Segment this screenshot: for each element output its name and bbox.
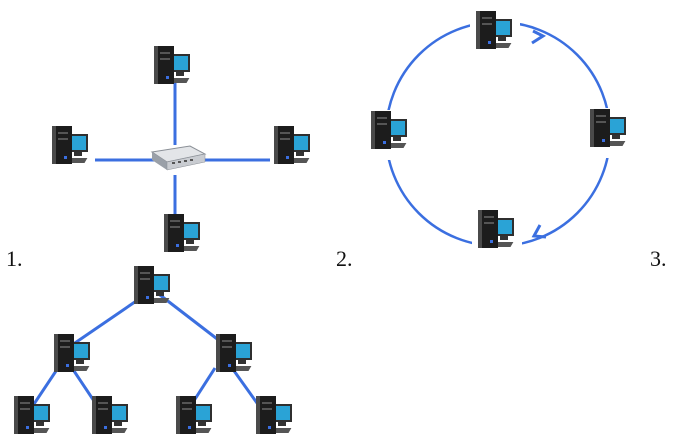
computer-icon: [54, 334, 90, 372]
computer-icon: [134, 266, 170, 304]
computer-icon: [176, 396, 212, 434]
diagram-label-3: 3.: [650, 246, 667, 271]
computer-icon: [154, 46, 190, 84]
arrow-head-icon: [531, 29, 547, 45]
computer-icon: [274, 126, 310, 164]
diagram-label-1: 1.: [6, 246, 23, 271]
diagram-label-2: 2.: [336, 246, 353, 271]
link-root-right: [159, 293, 226, 347]
ring-topology: [365, 10, 633, 258]
computer-icon: [256, 396, 292, 434]
tree-topology: [14, 266, 292, 434]
link-root-left: [71, 293, 146, 347]
computer-icon: [216, 334, 252, 372]
arrow-head-icon: [531, 224, 547, 239]
computer-icon: [92, 396, 128, 434]
link-left-leaf1: [28, 367, 60, 411]
network-switch-icon: [150, 145, 207, 171]
computer-icon: [52, 126, 88, 164]
computer-icon: [164, 214, 200, 252]
star-topology: [52, 46, 310, 252]
computer-icon: [14, 396, 50, 434]
